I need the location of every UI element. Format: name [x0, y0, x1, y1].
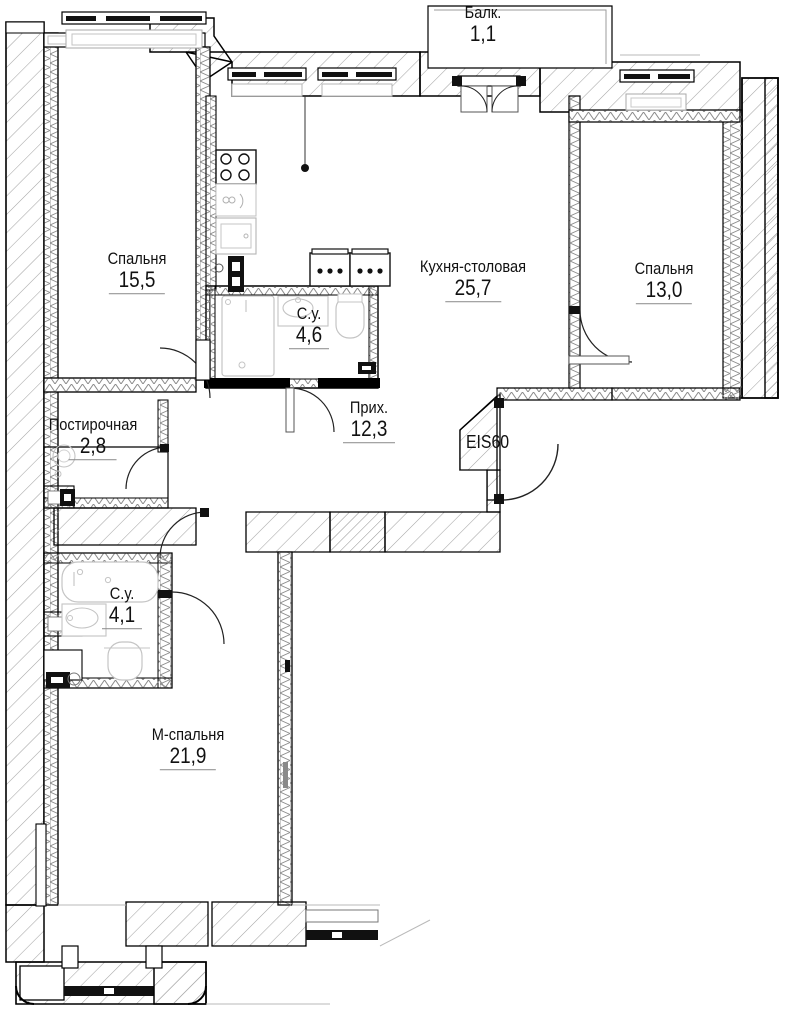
area-underline — [343, 441, 395, 443]
area-underline — [102, 627, 142, 629]
doors — [125, 306, 633, 645]
room-name: Постирочная — [48, 415, 138, 435]
area-underline — [159, 768, 216, 770]
room-area: 21,9 — [169, 742, 207, 768]
room-label-bathroom-1: С.у.4,6 — [289, 305, 329, 349]
room-area: 25,7 — [454, 274, 492, 300]
area-underline — [636, 302, 692, 304]
windows-and-openings — [5, 5, 695, 1005]
thin-guide-lines — [58, 54, 700, 1005]
area-underline — [109, 292, 165, 294]
room-name: С.у. — [296, 304, 322, 324]
room-label-balcony: Балк.1,1 — [462, 4, 505, 46]
room-label-hall: Прих.12,3 — [343, 399, 395, 443]
room-area: 1,1 — [469, 20, 497, 46]
room-area: 15,5 — [118, 266, 156, 292]
room-area: 4,1 — [108, 601, 136, 627]
room-area: 2,8 — [79, 432, 107, 458]
area-underline — [445, 300, 501, 302]
area-underline — [289, 347, 329, 349]
room-name: Спальня — [634, 259, 694, 279]
fixtures-and-appliances — [52, 96, 391, 681]
room-name: Прих. — [349, 398, 389, 418]
room-area: 12,3 — [350, 415, 388, 441]
exterior-structural-walls — [5, 17, 779, 906]
interior-walls — [43, 32, 741, 906]
room-area: 13,0 — [645, 276, 683, 302]
room-label-bathroom-2: С.у.4,1 — [102, 585, 142, 629]
area-underline — [69, 458, 117, 460]
room-name: С.у. — [109, 584, 135, 604]
room-name: Балк. — [464, 3, 502, 23]
room-name: Спальня — [107, 249, 167, 269]
room-name: М-спальня — [151, 725, 225, 745]
room-name: Кухня-столовая — [419, 257, 527, 277]
room-area: 4,6 — [295, 321, 323, 347]
fire-door-rating-label: EIS60 — [465, 432, 510, 452]
